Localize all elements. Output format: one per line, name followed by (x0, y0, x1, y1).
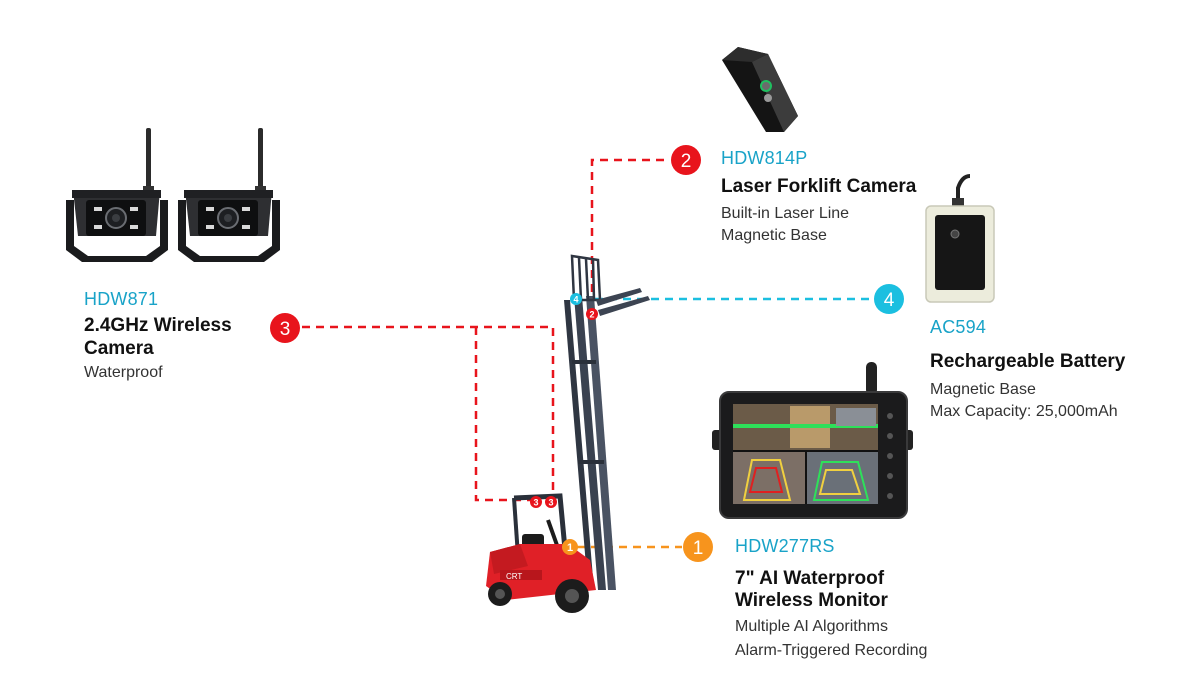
forklift-mount-badge-4: 4 (570, 293, 582, 305)
forklift-icon: CRT 4 2 3 3 1 (486, 254, 650, 613)
forklift-mount-badge-3b: 3 (545, 496, 557, 508)
battery-icon (925, 174, 995, 303)
wireless-camera-left (66, 128, 168, 262)
forklift-mount-badge-3a: 3 (530, 496, 542, 508)
forklift-mount-badge-1: 1 (562, 539, 578, 555)
forklift-mount-badge-2: 2 (586, 308, 598, 320)
product-name: 7" AI Waterproof (735, 568, 885, 589)
product-feature: Alarm-Triggered Recording (735, 642, 928, 659)
product-model: HDW871 (84, 289, 159, 309)
product-model: AC594 (930, 317, 987, 337)
wireless-monitor-icon (712, 362, 913, 519)
svg-text:1: 1 (693, 538, 704, 559)
svg-text:1: 1 (567, 542, 573, 554)
product-feature: Multiple AI Algorithms (735, 618, 888, 635)
badge-2: 2 (671, 145, 701, 175)
svg-text:2: 2 (589, 310, 594, 320)
svg-text:4: 4 (884, 290, 895, 311)
connector-line-3-inner (474, 327, 536, 502)
connector-line-3-outer (302, 325, 555, 500)
product-model: HDW814P (721, 148, 808, 168)
product-feature: Built-in Laser Line (721, 205, 850, 222)
product-feature: Waterproof (84, 364, 163, 381)
monitor-screen-top (733, 404, 878, 450)
chassis-brand: CRT (506, 572, 522, 581)
product-name: Camera (84, 338, 154, 359)
laser-camera-icon (722, 47, 798, 132)
product-name: Wireless Monitor (735, 590, 888, 611)
product-name: Rechargeable Battery (930, 351, 1126, 372)
badge-4: 4 (874, 284, 904, 314)
badge-1: 1 (683, 532, 713, 562)
badge-3: 3 (270, 313, 300, 343)
product-model: HDW277RS (735, 536, 835, 556)
svg-text:2: 2 (681, 151, 692, 172)
svg-text:3: 3 (548, 498, 553, 508)
product-feature: Magnetic Base (930, 381, 1036, 398)
wireless-camera-icon (66, 128, 280, 262)
product-feature: Max Capacity: 25,000mAh (930, 403, 1118, 420)
svg-text:3: 3 (533, 498, 538, 508)
svg-text:4: 4 (573, 295, 578, 305)
svg-text:3: 3 (280, 319, 291, 340)
monitor-screen-bottom-right (807, 452, 878, 504)
connector-line-2 (590, 158, 670, 292)
wireless-camera-right (178, 128, 280, 262)
product-name: Laser Forklift Camera (721, 176, 917, 197)
product-name: 2.4GHz Wireless (84, 315, 232, 336)
monitor-screen-bottom-left (733, 452, 805, 504)
product-feature: Magnetic Base (721, 227, 827, 244)
